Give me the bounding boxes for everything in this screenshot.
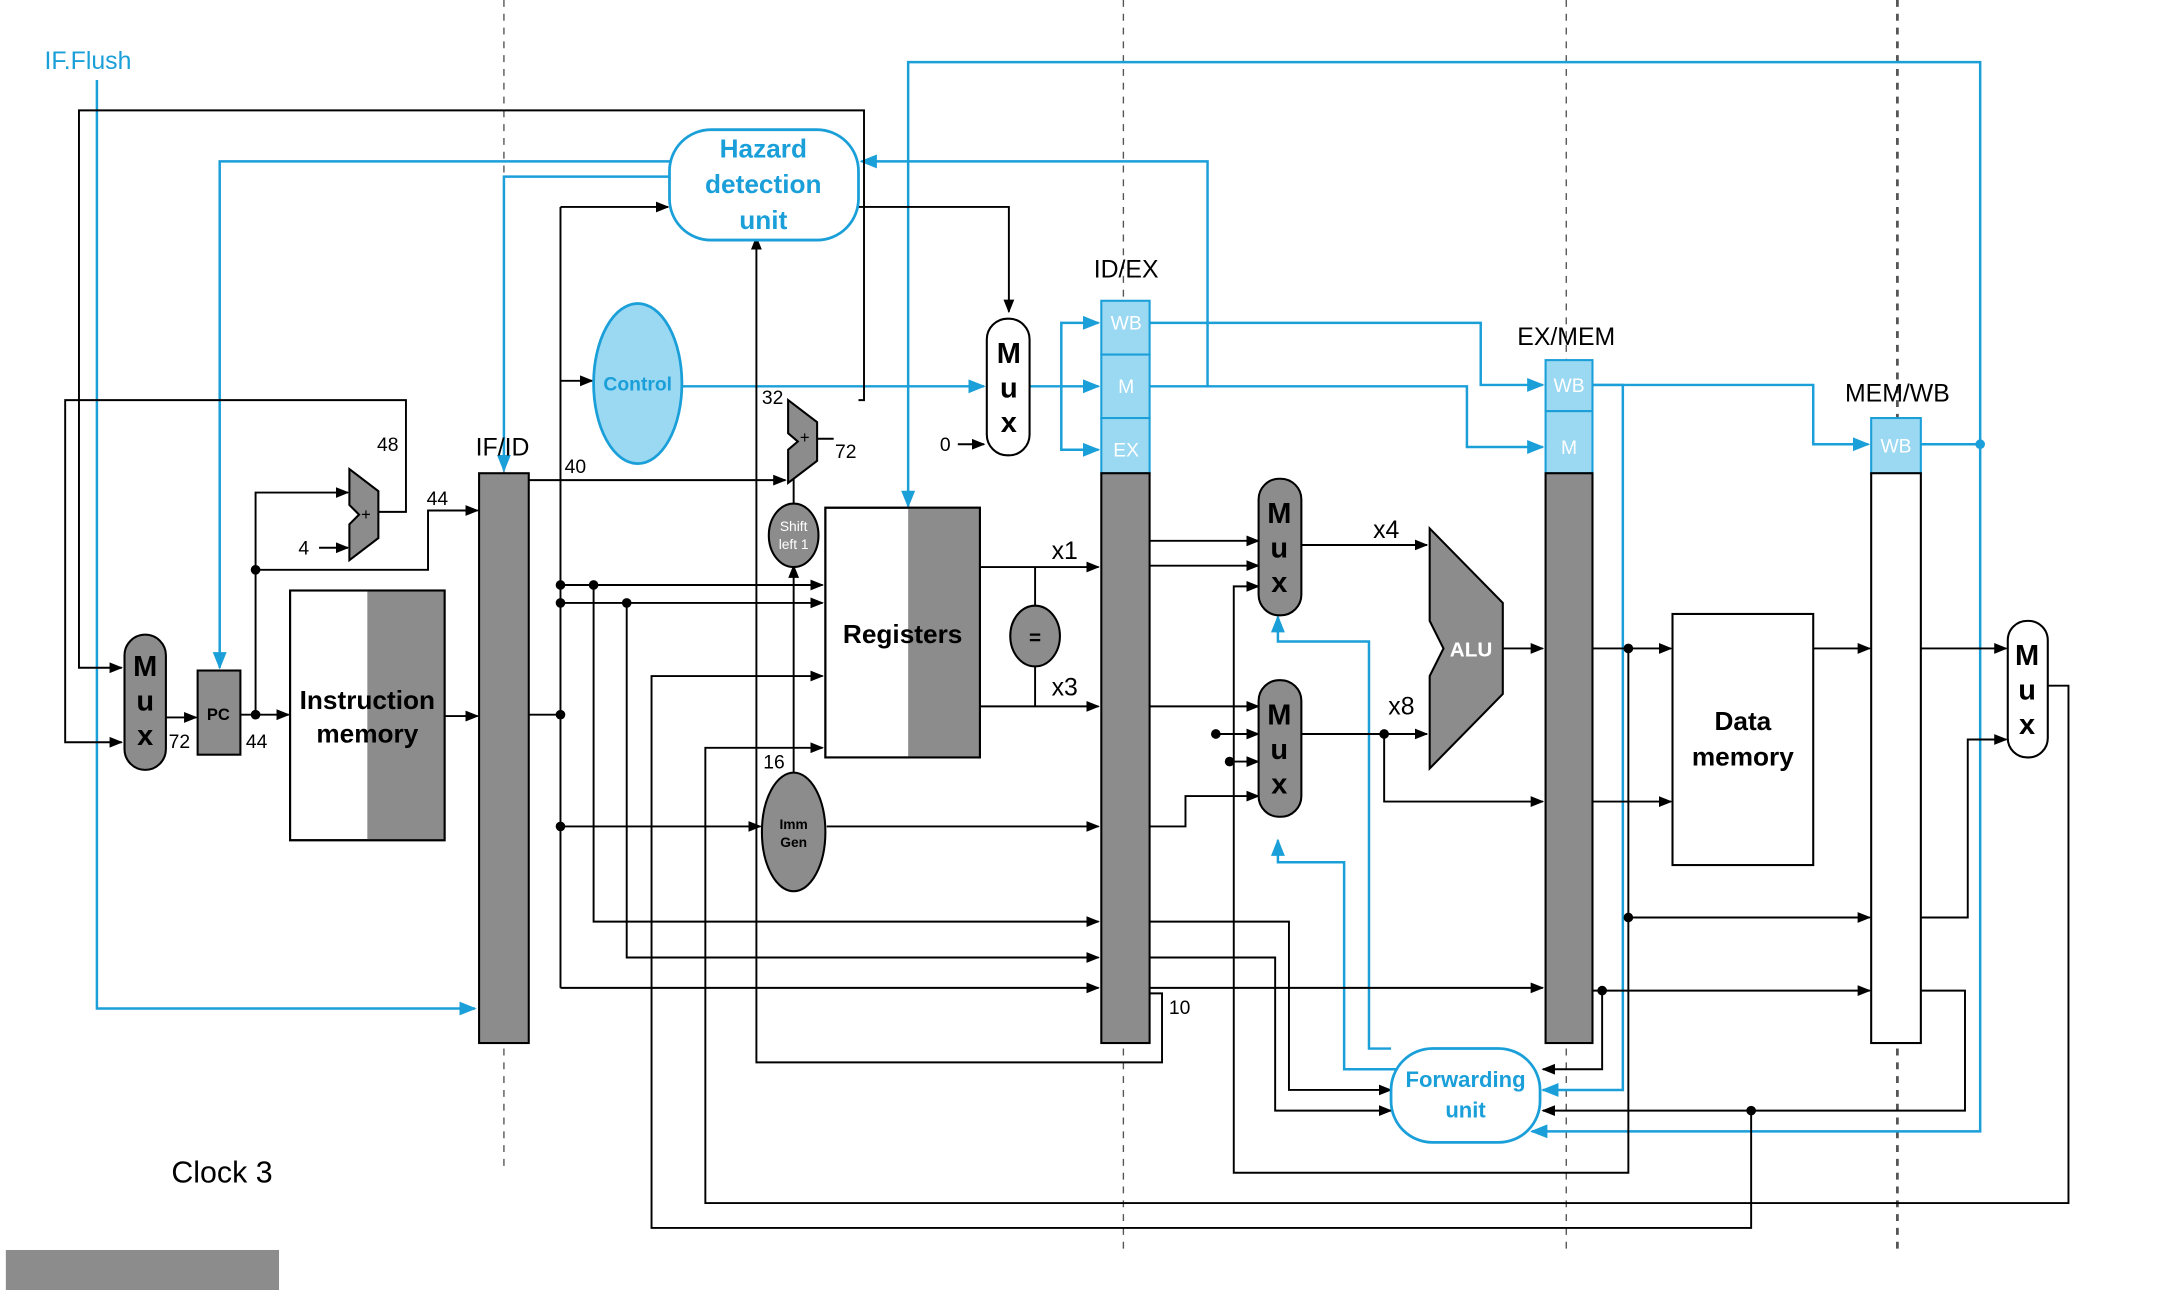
pc-mux: [123, 633, 167, 771]
hazard-control-wires: [95, 60, 1982, 1139]
ex-mem-label: EX/MEM: [1517, 324, 1615, 351]
imm-gen-unit: [760, 771, 827, 893]
id-ex-label: ID/EX: [1094, 256, 1159, 283]
control-label: Control: [603, 374, 672, 395]
reg-x4: x4: [1373, 517, 1399, 544]
value-32: 32: [762, 388, 783, 409]
if-id-label: IF/ID: [476, 434, 530, 461]
mem-wb-wb-label: WB: [1880, 437, 1911, 458]
id-ex-register: [1100, 472, 1151, 1045]
alu-mux-top-m: M: [1267, 498, 1291, 530]
equal-label: =: [1029, 626, 1041, 649]
ex-mem-register: [1544, 472, 1594, 1045]
equal-comparator: [1009, 604, 1061, 668]
alu-mux-bottom-u: u: [1270, 734, 1288, 766]
instruction-memory-label-1: Instruction: [300, 685, 435, 715]
id-ex-ex-label: EX: [1113, 441, 1139, 462]
hazard-label-3: unit: [739, 205, 787, 235]
footer-block: [5, 1249, 280, 1290]
alu-mux-top: [1257, 477, 1303, 617]
instruction-memory-label-2: memory: [316, 718, 418, 748]
value-16: 16: [763, 752, 784, 773]
registers-shade: [908, 507, 980, 758]
forwarding-label-2: unit: [1445, 1098, 1486, 1123]
data-memory: [1671, 612, 1815, 867]
alu-mux-bottom-m: M: [1267, 699, 1291, 731]
shift-label-1: Shift: [780, 519, 808, 534]
value-72-pc-in: 72: [169, 732, 190, 753]
pc-label: PC: [207, 705, 230, 724]
branch-adder-plus: +: [800, 428, 810, 447]
control-mux: [985, 317, 1031, 457]
data-memory-label-2: memory: [1692, 742, 1794, 772]
value-40: 40: [565, 457, 586, 478]
id-ex-wb-label: WB: [1111, 314, 1142, 335]
shift-label-2: left 1: [779, 537, 809, 552]
datapath-wires: [64, 109, 2070, 1229]
control-mux-u: u: [1000, 372, 1018, 404]
instruction-memory-shade: [367, 590, 445, 841]
value-4: 4: [298, 539, 309, 560]
alu-mux-bottom: [1257, 679, 1303, 818]
hazard-detection-unit: [668, 128, 860, 242]
data-memory-label-1: Data: [1714, 706, 1771, 736]
value-44-pc4: 44: [427, 489, 449, 510]
value-10: 10: [1169, 998, 1190, 1019]
pc-register: [196, 669, 242, 756]
registers-label: Registers: [843, 619, 962, 649]
alu-mux-bottom-x: x: [1271, 768, 1287, 800]
alu-mux-top-x: x: [1271, 567, 1287, 599]
shift-left-unit: [767, 502, 820, 569]
alu: [1428, 525, 1504, 772]
mem-wb-register: [1870, 472, 1922, 1045]
id-ex-ex-field: [1100, 417, 1151, 475]
mem-wb-label: MEM/WB: [1845, 380, 1950, 407]
reg-x1: x1: [1052, 538, 1078, 565]
ex-mem-wb-field: [1544, 359, 1594, 413]
forwarding-label-1: Forwarding: [1405, 1067, 1525, 1092]
imm-gen-label-2: Gen: [780, 835, 807, 850]
value-48: 48: [377, 435, 398, 456]
control-mux-x: x: [1001, 407, 1017, 439]
hazard-label-2: detection: [705, 169, 821, 199]
control-mux-m: M: [997, 338, 1021, 370]
pc-mux-x: x: [137, 720, 153, 752]
value-72-branch: 72: [835, 442, 856, 463]
branch-adder: [787, 398, 819, 485]
ex-mem-wb-label: WB: [1553, 376, 1584, 397]
hazard-label-1: Hazard: [720, 133, 807, 163]
forwarding-unit: [1389, 1047, 1542, 1144]
writeback-mux-u: u: [2018, 674, 2036, 706]
pc-adder: [348, 467, 380, 563]
writeback-mux-m: M: [2015, 640, 2039, 672]
pc-adder-plus: +: [361, 505, 371, 524]
value-44-pc-out: 44: [246, 732, 268, 753]
control-unit: [592, 302, 684, 465]
value-0: 0: [940, 435, 951, 456]
pc-mux-m: M: [133, 651, 157, 683]
alu-label: ALU: [1450, 639, 1493, 662]
clock-label: Clock 3: [171, 1156, 272, 1189]
reg-x3: x3: [1052, 674, 1078, 701]
imm-gen-label-1: Imm: [779, 817, 807, 832]
junction-dots: [250, 439, 1985, 1116]
alu-mux-top-u: u: [1270, 532, 1288, 564]
reg-x8: x8: [1388, 694, 1414, 721]
writeback-mux: [2006, 619, 2049, 759]
if-flush-label: IF.Flush: [44, 48, 131, 75]
if-id-register: [478, 472, 530, 1045]
writeback-mux-x: x: [2019, 709, 2035, 741]
pc-mux-u: u: [136, 686, 154, 718]
ex-mem-m-label: M: [1561, 438, 1577, 459]
id-ex-m-label: M: [1118, 377, 1134, 398]
